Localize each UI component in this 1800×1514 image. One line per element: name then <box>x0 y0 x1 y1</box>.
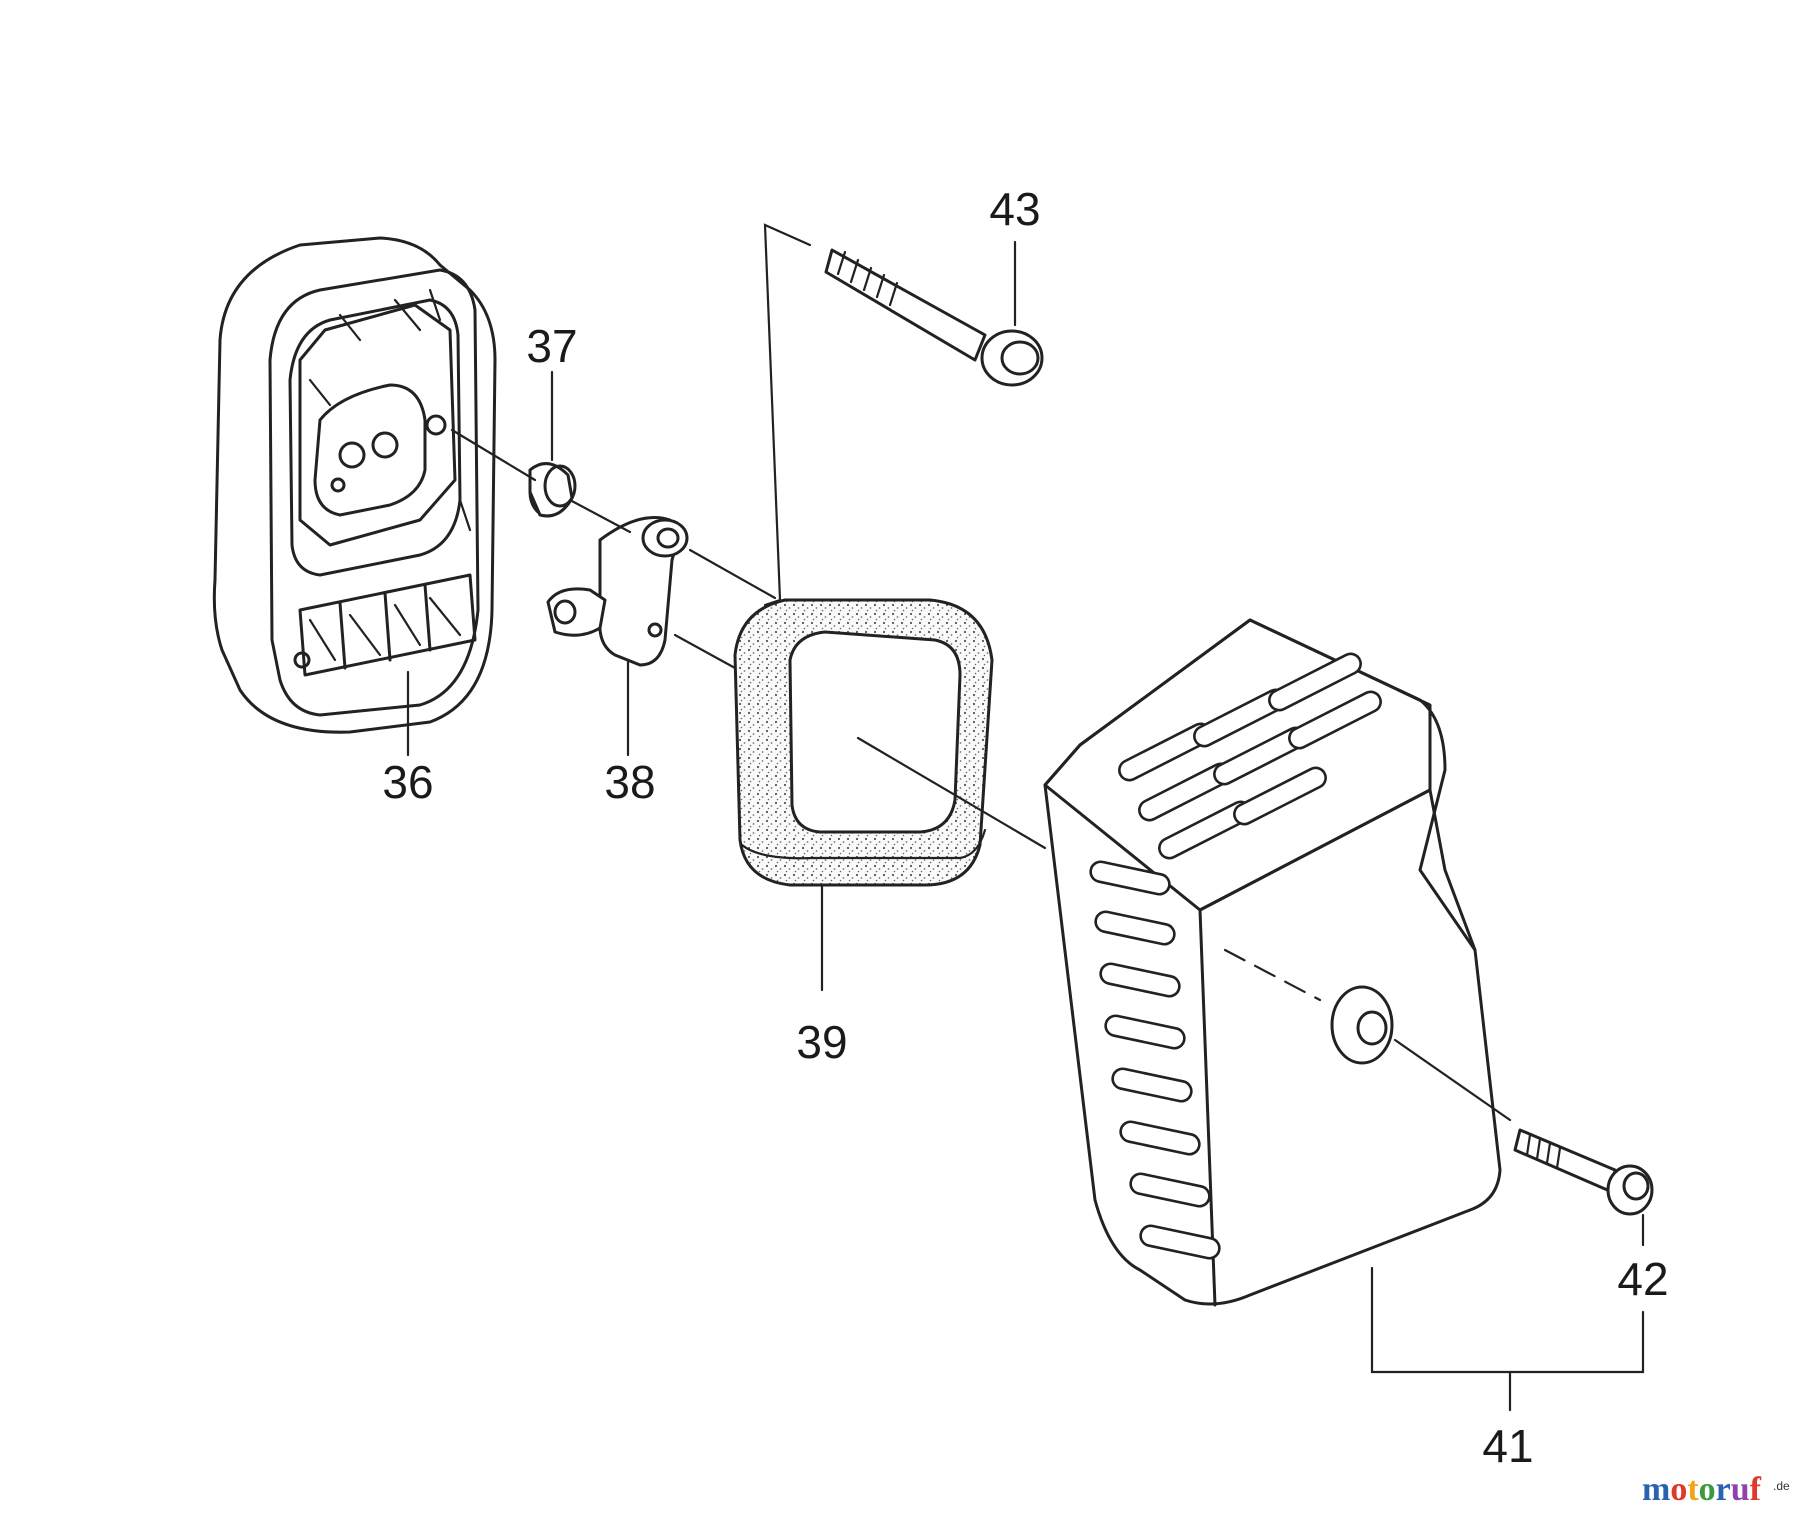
alignment-lines <box>450 223 1512 1122</box>
group-bracket-41 <box>1370 1266 1645 1374</box>
watermark-letter: u <box>1731 1471 1750 1508</box>
svg-text:.de: .de <box>1773 1479 1790 1493</box>
bracket-part-38 <box>546 516 689 667</box>
air-cleaner-base-part-36 <box>212 236 497 734</box>
watermark-letter: o <box>1670 1471 1687 1508</box>
air-cleaner-cover-part-41 <box>1043 618 1502 1307</box>
callout-42: 42 <box>1617 1253 1668 1305</box>
watermark-letter: r <box>1716 1471 1731 1508</box>
watermark-letter: f <box>1750 1471 1762 1508</box>
spacer-part-37 <box>528 462 577 518</box>
cover-top-vents <box>1118 652 1382 860</box>
callout-37: 37 <box>526 320 577 372</box>
watermark-letter: o <box>1699 1471 1716 1508</box>
callout-39: 39 <box>796 1016 847 1068</box>
callout-36: 36 <box>382 756 433 808</box>
callout-43: 43 <box>989 183 1040 235</box>
watermark-letter: t <box>1687 1471 1699 1508</box>
svg-text:motoruf: motoruf <box>1642 1471 1762 1508</box>
cover-side-vents <box>1089 860 1221 1260</box>
callout-38: 38 <box>604 756 655 808</box>
watermark-letter: m <box>1642 1471 1670 1508</box>
long-bolt-part-43 <box>824 248 1044 387</box>
cover-screw-part-42 <box>1513 1128 1654 1216</box>
motoruf-watermark-logo: motoruf .de <box>1642 1471 1790 1508</box>
callout-41: 41 <box>1482 1420 1533 1472</box>
